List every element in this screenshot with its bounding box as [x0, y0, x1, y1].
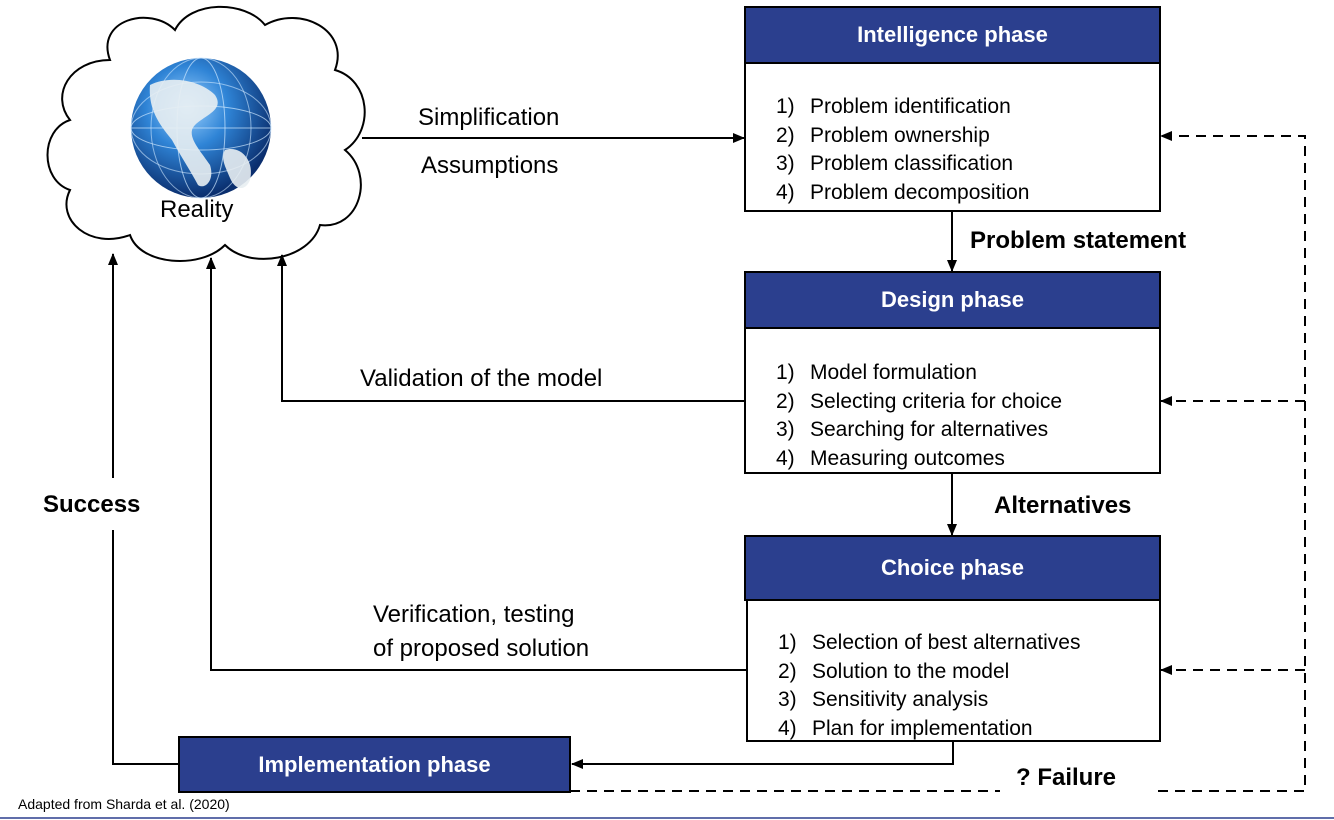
choice-phase-title: Choice phase [880, 555, 1025, 580]
implementation-phase-title: Implementation phase [258, 751, 491, 777]
alternatives-label: Alternatives [994, 492, 1132, 519]
design-phase-title: Design phase [880, 287, 1025, 312]
list-item: 2)Problem ownership [776, 123, 990, 147]
assumptions-label: Assumptions [421, 152, 559, 179]
intelligence-phase-title: Intelligence phase [857, 22, 1048, 47]
validation-label: Validation of the model [360, 365, 603, 392]
failure-feedback-loop [570, 135, 1306, 792]
verification-arrow [206, 257, 746, 671]
success-arrow-lower [112, 530, 178, 765]
intelligence-phase-body: 1)Problem identification 2)Problem owner… [744, 62, 1161, 212]
validation-arrow [277, 254, 744, 402]
implementation-phase-box: Implementation phase [178, 736, 571, 793]
choice-phase-header: Choice phase [744, 535, 1161, 601]
list-item: 3)Problem classification [776, 152, 1014, 175]
design-phase-body: 1)Model formulation 2)Selecting criteria… [744, 327, 1161, 474]
reality-label: Reality [160, 196, 234, 223]
simplification-label: Simplification [418, 104, 560, 131]
choice-phase-body: 1)Selection of best alternatives 2)Solut… [746, 599, 1161, 742]
list-item: 2)Solution to the model [778, 659, 1010, 683]
globe-icon [130, 57, 272, 199]
failure-label: ? Failure [1016, 764, 1117, 791]
design-phase-list: 1)Model formulation 2)Selecting criteria… [776, 359, 1062, 473]
problem-statement-label: Problem statement [970, 227, 1187, 254]
verification-label-line2: of proposed solution [373, 635, 590, 662]
intelligence-phase-header: Intelligence phase [744, 6, 1161, 64]
list-item: 4)Measuring outcomes [776, 446, 1005, 470]
choice-phase-list: 1)Selection of best alternatives 2)Solut… [778, 629, 1081, 743]
implementation-arrow [571, 741, 954, 769]
success-label: Success [43, 491, 141, 519]
list-item: 3)Searching for alternatives [776, 418, 1049, 441]
intelligence-phase-list: 1)Problem identification 2)Problem owner… [776, 93, 1029, 207]
list-item: 1)Problem identification [776, 95, 1011, 118]
list-item: 4)Problem decomposition [776, 180, 1030, 204]
list-item: 1)Selection of best alternatives [778, 631, 1081, 654]
design-phase-header: Design phase [744, 271, 1161, 329]
list-item: 3)Sensitivity analysis [778, 688, 989, 711]
verification-label-line1: Verification, testing [373, 601, 575, 628]
list-item: 2)Selecting criteria for choice [776, 389, 1063, 413]
list-item: 1)Model formulation [776, 361, 977, 384]
failure-arrowheads [1160, 131, 1172, 675]
list-item: 4)Plan for implementation [778, 716, 1033, 740]
source-credit: Adapted from Sharda et al. (2020) [18, 796, 230, 812]
